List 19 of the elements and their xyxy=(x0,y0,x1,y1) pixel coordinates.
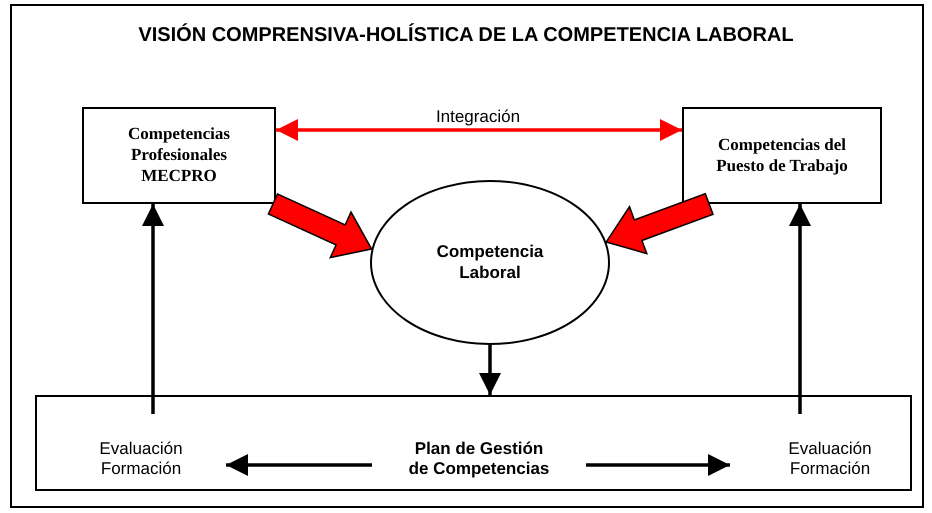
node-label: Plan de Gestión de Competencias xyxy=(408,438,550,480)
block-arrow xyxy=(267,193,373,259)
node-label: Evaluación Formación xyxy=(98,438,184,480)
arrow xyxy=(479,345,501,395)
arrow xyxy=(226,454,372,476)
ellipse-node xyxy=(370,180,610,345)
process-box xyxy=(82,107,276,204)
band-box xyxy=(35,395,912,491)
arrow xyxy=(789,204,811,414)
node-label: Competencias del Puesto de Trabajo xyxy=(715,134,849,176)
node-label: Competencias Profesionales MECPRO xyxy=(127,124,231,187)
node-label: Competencia Laboral xyxy=(436,242,544,284)
block-arrow xyxy=(605,192,714,255)
diagram-title: VISIÓN COMPRENSIVA-HOLÍSTICA DE LA COMPETENCIA LABORAL xyxy=(137,24,795,47)
node-label: Evaluación Formación xyxy=(787,438,873,480)
arrow xyxy=(142,204,164,414)
arrow xyxy=(586,454,730,476)
arrow xyxy=(276,119,682,141)
process-box xyxy=(682,107,882,204)
